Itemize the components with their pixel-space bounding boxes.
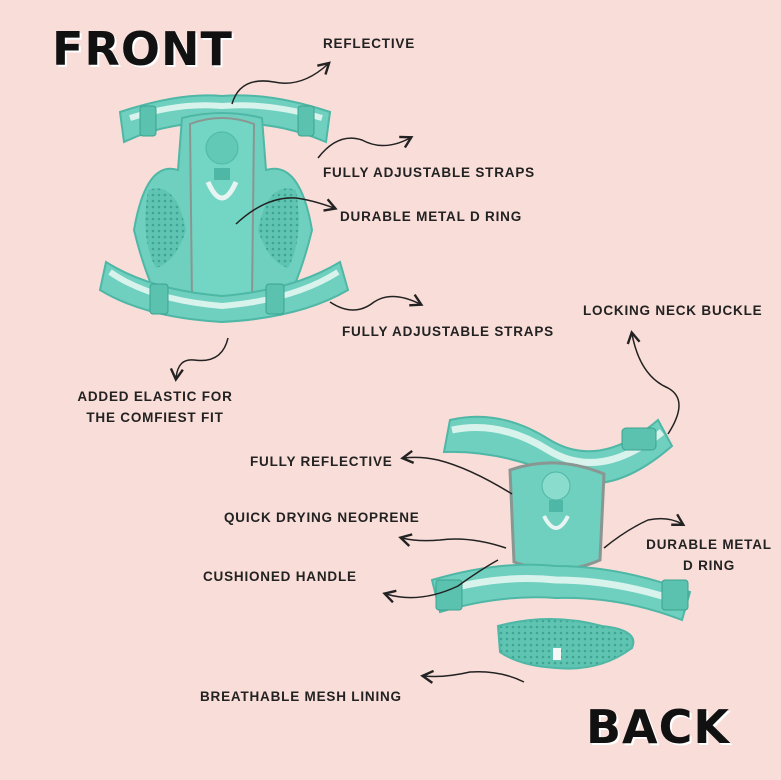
label-d-ring-back-line2: D RING	[682, 558, 736, 573]
callout-arrows	[169, 61, 686, 684]
label-d-ring-back-line1: DURABLE METAL	[646, 537, 772, 552]
label-elastic: ADDED ELASTIC FOR THE COMFIEST FIT	[60, 386, 250, 428]
back-harness-image	[430, 415, 692, 670]
label-locking-buckle: LOCKING NECK BUCKLE	[583, 303, 763, 318]
label-mesh-lining: BREATHABLE MESH LINING	[200, 689, 402, 704]
label-d-ring-back: DURABLE METAL D RING	[640, 534, 778, 576]
front-title: FRONT	[52, 22, 233, 76]
front-harness-image	[98, 94, 350, 324]
label-neoprene: QUICK DRYING NEOPRENE	[224, 510, 420, 525]
label-adjustable-straps-bottom: FULLY ADJUSTABLE STRAPS	[342, 324, 554, 339]
label-fully-reflective: FULLY REFLECTIVE	[250, 454, 393, 469]
back-title: BACK	[586, 700, 731, 754]
label-handle: CUSHIONED HANDLE	[203, 569, 357, 584]
label-d-ring-front: DURABLE METAL D RING	[340, 209, 522, 224]
label-elastic-line1: ADDED ELASTIC FOR	[77, 389, 233, 404]
label-reflective: REFLECTIVE	[323, 36, 416, 51]
label-adjustable-straps-top: FULLY ADJUSTABLE STRAPS	[323, 165, 535, 180]
label-elastic-line2: THE COMFIEST FIT	[86, 410, 224, 425]
